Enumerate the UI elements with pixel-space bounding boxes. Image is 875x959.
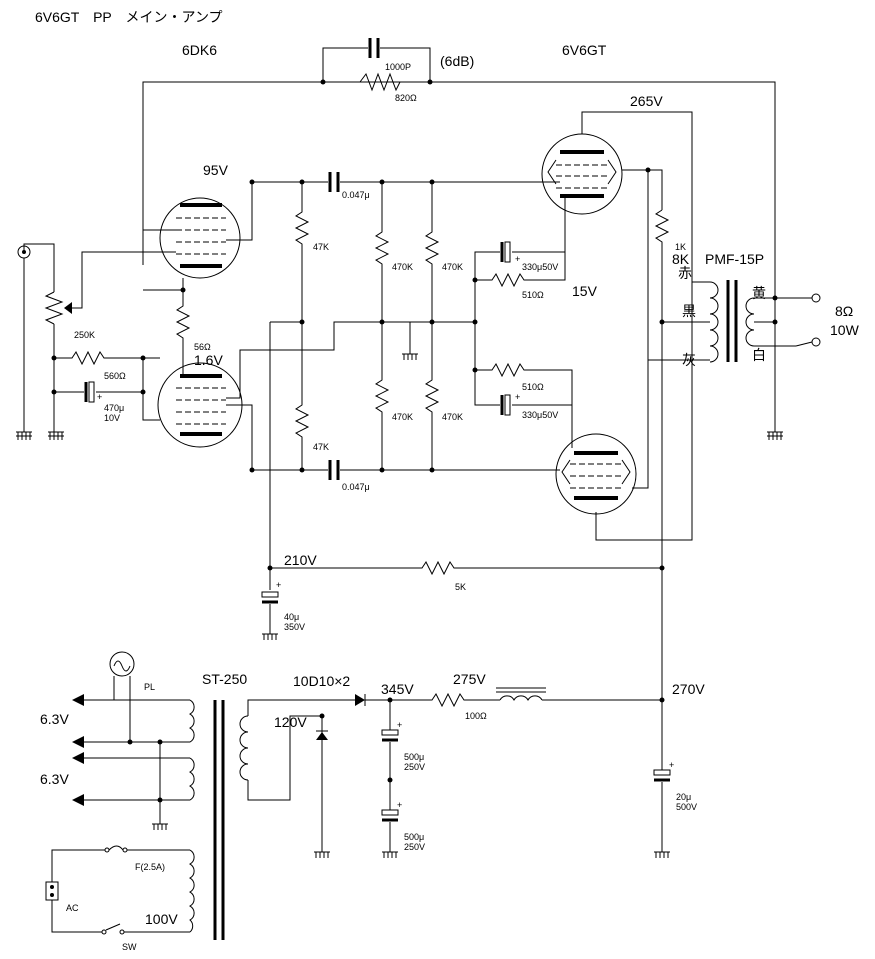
svg-text:+: + [515,254,520,264]
c500a-label: 500μ [404,752,424,762]
svg-text:+: + [515,392,520,402]
c470-label: 470μ [104,403,124,413]
c047b-label: 0.047μ [342,482,370,492]
diode-label: 10D10×2 [293,673,350,689]
svg-text:+: + [397,720,402,730]
switch-label: SW [122,942,137,952]
v275-label: 275V [453,671,486,687]
input-section: + [16,243,160,440]
v16-label: 1.6V [194,352,223,368]
output-tube-label: 6V6GT [562,42,607,58]
c047a-label: 0.047μ [342,190,370,200]
c40-label: 40μ [284,612,299,622]
c500b-label: 500μ [404,832,424,842]
c500b-voltage-label: 250V [404,842,425,852]
v95-label: 95V [203,162,229,178]
feedback-network [142,38,776,298]
r470b-label: 470K [442,262,463,272]
page-title: 6V6GT PP メイン・アンプ [35,9,223,25]
feedback-cap-label: 1000P [385,62,411,72]
v15-label: 15V [572,283,598,299]
fuse-label: F(2.5A) [135,862,165,872]
v63b-label: 6.3V [40,771,69,787]
r100-label: 100Ω [465,711,487,721]
v265-label: 265V [630,93,663,109]
output-power-label: 10W [830,322,860,338]
pilot-lamp-label: PL [144,682,155,692]
c500a-voltage-label: 250V [404,762,425,772]
v63a-label: 6.3V [40,711,69,727]
v100-label: 100V [145,911,178,927]
r56-label: 56Ω [194,342,211,352]
c20-label: 20μ [676,792,691,802]
wire-yellow-label: 黄 [752,285,766,301]
v120-label: 120V [274,714,307,730]
wire-black-label: 黒 [682,303,696,319]
r470a-label: 470K [392,262,413,272]
r470c-label: 470K [392,412,413,422]
output-transformer [648,280,821,440]
transformer-name: PMF-15P [705,251,764,267]
svg-text:+: + [276,580,281,590]
b-plus-rail: + [261,322,665,700]
svg-text:+: + [397,800,402,810]
r510b-label: 510Ω [522,382,544,392]
pot-label: 250K [74,330,95,340]
driver-tube-label: 6DK6 [182,42,217,58]
driver-tube-upper [143,182,253,358]
wire-red-label: 赤 [678,265,692,281]
power-supply: + + + [45,651,674,940]
r510a-label: 510Ω [522,290,544,300]
r560-label: 560Ω [104,371,126,381]
svg-text:+: + [669,760,674,770]
v270-label: 270V [672,681,705,697]
wire-gray-label: 灰 [682,352,696,368]
svg-text:+: + [97,392,102,402]
v345-label: 345V [381,681,414,697]
r1k-label: 1K [675,242,686,252]
output-tube-lower [555,433,637,515]
coupling-network: + + [249,172,573,568]
feedback-gain-label: (6dB) [440,53,474,69]
output-impedance-label: 8Ω [835,303,853,319]
transformer-primary-label: 8K [672,251,690,267]
ac-label: AC [66,903,79,913]
r5k-label: 5K [455,582,466,592]
output-tube-upper [541,111,710,541]
c20-voltage-label: 500V [676,802,697,812]
power-transformer-label: ST-250 [202,671,247,687]
v210-label: 210V [284,552,317,568]
r470d-label: 470K [442,412,463,422]
c470-voltage-label: 10V [104,413,120,423]
r47a-label: 47K [313,242,329,252]
c330a-label: 330μ50V [522,262,558,272]
c40-voltage-label: 350V [284,622,305,632]
c330b-label: 330μ50V [522,410,558,420]
r47b-label: 47K [313,442,329,452]
feedback-res-label: 820Ω [395,93,417,103]
driver-tube-lower [157,321,475,470]
wire-white-label: 白 [752,347,766,363]
